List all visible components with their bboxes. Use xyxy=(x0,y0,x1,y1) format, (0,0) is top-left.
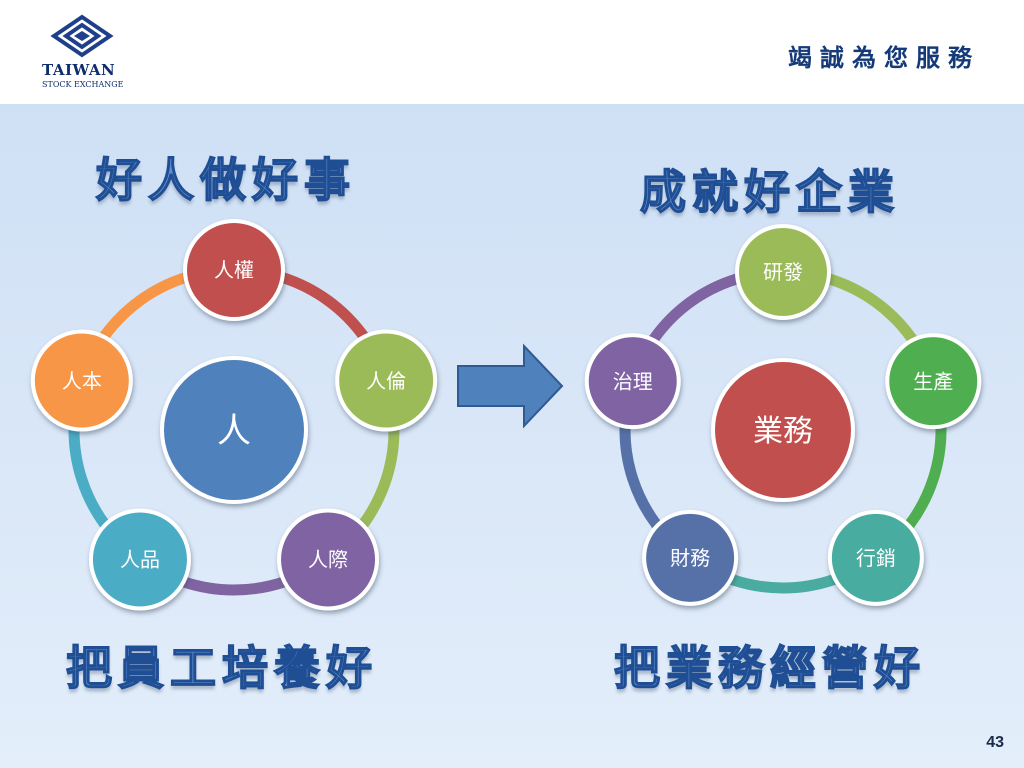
cycle-1-node-1 xyxy=(885,333,982,430)
cycle-1-node-4-label: 治理 xyxy=(613,369,653,393)
headline-right-top: 成就好企業 xyxy=(639,164,900,220)
headline-left-top: 好人做好事 xyxy=(95,152,356,208)
right-arrow xyxy=(457,343,564,429)
logo-subtitle: STOCK EXCHANGE xyxy=(42,80,124,89)
header: TAIWAN STOCK EXCHANGE 竭誠為您服務 xyxy=(0,0,1024,104)
cycle-0-node-3-label: 人品 xyxy=(120,548,160,572)
cycle-0-node-1 xyxy=(335,329,438,432)
cycle-1-center-circle xyxy=(711,358,855,502)
cycle-1-node-2-label: 行銷 xyxy=(856,546,896,570)
cycle-0-center-circle xyxy=(160,356,308,504)
cycle-0-node-2-label: 人際 xyxy=(308,548,348,572)
cycle-1-node-0-label: 研發 xyxy=(763,260,803,284)
cycle-0-node-0 xyxy=(183,219,285,321)
cycle-0-node-4-label: 人本 xyxy=(62,369,102,393)
cycle-0-node-2 xyxy=(277,508,380,611)
headline-right-bottom: 把業務經營好 xyxy=(613,640,926,696)
cycle-1-center-label: 業務 xyxy=(753,414,813,449)
page-number: 43 xyxy=(986,734,1004,751)
cycle-0-node-3 xyxy=(88,508,191,611)
cycle-1-node-1-label: 生產 xyxy=(913,369,953,393)
cycle-1-node-2 xyxy=(827,509,924,606)
twse-logo-icon xyxy=(50,14,114,58)
cycle-0-node-4 xyxy=(30,329,133,432)
cycle-1-node-4 xyxy=(584,333,681,430)
cycle-1-node-3-label: 財務 xyxy=(670,546,710,570)
cycle-1-node-0 xyxy=(735,224,831,320)
cycle-0-node-1-label: 人倫 xyxy=(366,369,406,393)
slogan: 竭誠為您服務 xyxy=(788,43,980,72)
cycle-1-node-3 xyxy=(642,509,739,606)
cycle-0-node-0-label: 人權 xyxy=(214,258,254,282)
headline-left-bottom: 把員工培養好 xyxy=(65,640,378,696)
twse-logo: TAIWAN STOCK EXCHANGE xyxy=(30,14,140,94)
logo-name: TAIWAN xyxy=(42,61,116,79)
cycle-0-center-label: 人 xyxy=(217,411,251,451)
